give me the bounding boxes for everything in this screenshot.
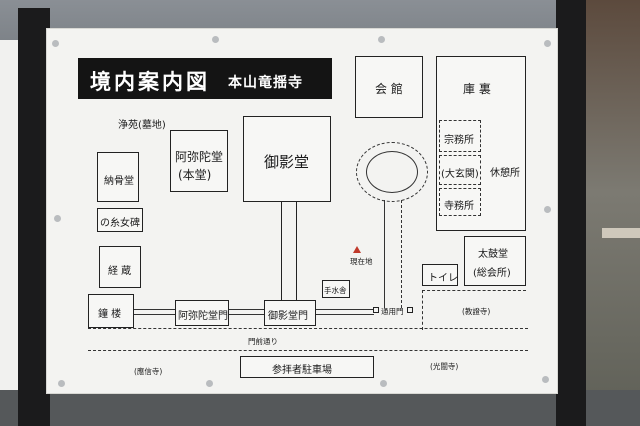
amidado-gate-label: 阿弥陀堂門 (178, 311, 228, 322)
temizuya-label: 手水舎 (324, 286, 347, 295)
tsuyomon-post (407, 307, 413, 313)
kuri-building (436, 56, 526, 231)
kaikan-label: 会 館 (375, 82, 403, 96)
path-segment (229, 309, 264, 315)
nyonyohi-monument (97, 208, 143, 232)
shumusho-label: 宗務所 (444, 135, 474, 146)
kyozo-building (99, 246, 141, 288)
path-segment (316, 309, 374, 315)
sign-subtitle: 本山竜揺寺 (228, 75, 303, 91)
jyoen-label: 浄苑(墓地) (118, 120, 166, 131)
kyogyoji-label: (教證寺) (462, 307, 491, 316)
screw (212, 36, 219, 43)
title-bar (78, 58, 332, 99)
nokotsudo-building (97, 152, 139, 202)
tsuyomon-post (373, 307, 379, 313)
ogenkan-label: (大玄関) (441, 169, 479, 180)
goeido-building (243, 116, 331, 202)
screw (52, 40, 59, 47)
monzen-dori-label: 門前通り (248, 337, 278, 346)
nyonyohi-label: の糸女碑 (100, 218, 140, 229)
shumusho-room (439, 120, 481, 152)
tsuyomon-label: 通用門 (381, 307, 404, 316)
nokotsudo-label: 納骨堂 (104, 176, 134, 187)
toilet-label: トイレ (428, 273, 458, 284)
corridor (281, 202, 297, 302)
background-trees (585, 0, 640, 426)
roundabout-inner (366, 151, 418, 193)
screw (544, 40, 551, 47)
jimusho-room (439, 188, 481, 216)
shoro-building (88, 294, 134, 328)
entrance-road (384, 200, 402, 308)
amidado-label: 阿弥陀堂 (175, 150, 224, 164)
screw (380, 380, 387, 387)
toilet-building (422, 264, 458, 286)
parking-label: 参拝者駐車場 (272, 365, 332, 376)
ogenkan-room (439, 155, 481, 185)
amidado-gate (175, 300, 229, 326)
kyogyoji-boundary (422, 290, 526, 330)
taikodo-building (464, 236, 526, 286)
sign-post-right (556, 0, 586, 426)
komyoji-label: (光闡寺) (430, 362, 459, 371)
background-bench (602, 228, 640, 238)
screw (542, 376, 549, 383)
current-location-label: 現在地 (350, 257, 373, 266)
goeido-gate-label: 御影堂門 (268, 311, 308, 322)
kyozo-label: 経 蔵 (108, 266, 132, 277)
taikodo-label: 太鼓堂 (478, 249, 508, 260)
roundabout-outer (356, 142, 428, 202)
jimusho-label: 寺務所 (444, 201, 474, 212)
goeido-gate (264, 300, 316, 326)
parking-lot (240, 356, 374, 378)
shoro-label: 鐘 楼 (98, 309, 122, 320)
temizuya-building (322, 280, 350, 298)
road-edge (88, 328, 528, 329)
screw (58, 380, 65, 387)
sign-post-left (18, 8, 50, 426)
otoji-label: (應信寺) (134, 367, 163, 376)
kyukeisho-label: 休憩所 (490, 168, 520, 179)
screw (54, 215, 61, 222)
amidado-building (170, 130, 228, 192)
sign-title: 境内案内図 (90, 70, 210, 94)
background-ground (0, 390, 640, 426)
path-segment (134, 309, 175, 315)
road-edge (88, 350, 528, 351)
kaikan-building (355, 56, 423, 118)
kuri-label: 庫 裏 (463, 82, 491, 96)
goeido-label: 御影堂 (264, 153, 310, 171)
current-location-icon (353, 246, 361, 253)
screw (544, 206, 551, 213)
screw (378, 36, 385, 43)
screw (206, 380, 213, 387)
taikodo-sub-label: (総会所) (473, 268, 511, 279)
amidado-sub-label: (本堂) (178, 168, 212, 182)
